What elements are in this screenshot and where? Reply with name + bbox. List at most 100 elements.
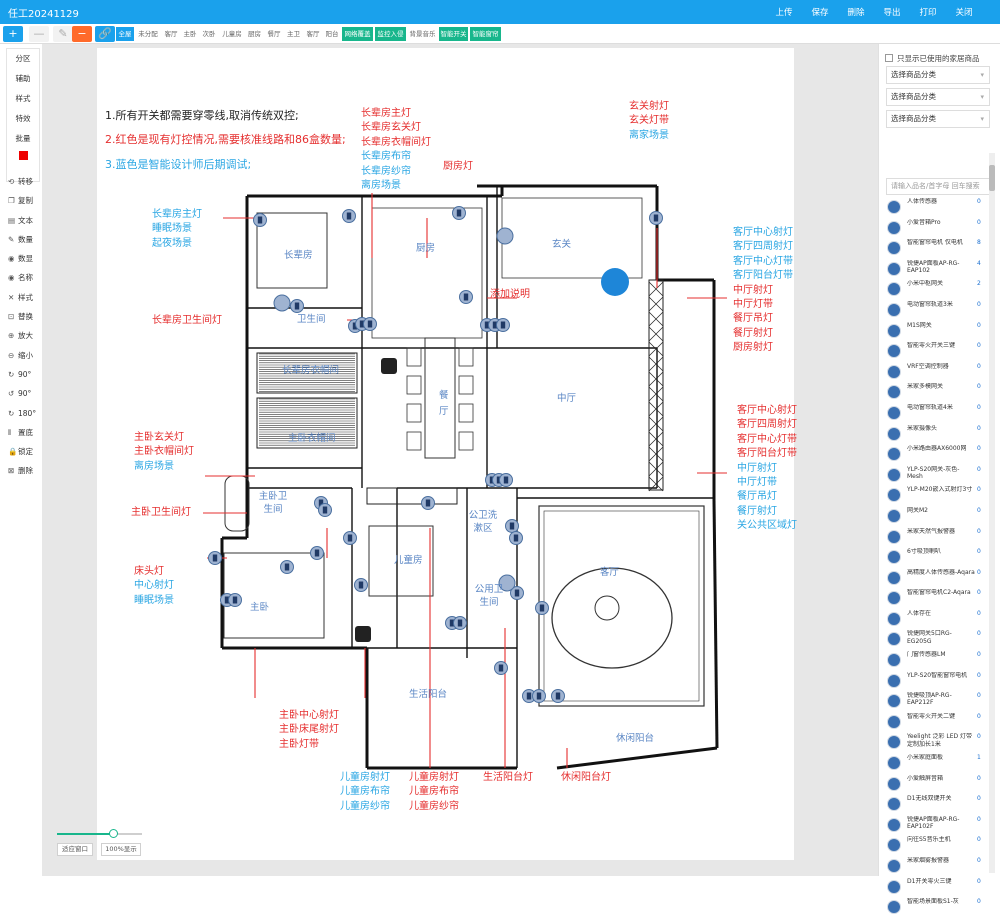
annotation-label[interactable]: 添加说明 xyxy=(490,288,530,302)
menu-export[interactable]: 导出 xyxy=(883,8,901,18)
op-item[interactable]: ↻90° xyxy=(6,365,40,384)
op-item[interactable]: ❐复制 xyxy=(6,191,40,210)
op-item[interactable]: ↺90° xyxy=(6,384,40,403)
filter-chip[interactable]: 客厅 xyxy=(164,30,178,38)
annotation-label[interactable]: 床头灯中心射灯睡眠场景 xyxy=(134,565,174,608)
add-button[interactable]: + xyxy=(3,26,23,42)
filter-chip[interactable]: 未分配 xyxy=(138,30,158,38)
actual-size-button[interactable]: 100%显示 xyxy=(101,843,141,856)
line-button[interactable]: — xyxy=(29,26,49,42)
filter-chip[interactable]: 智能窗帘 xyxy=(470,27,501,41)
op-item[interactable]: ⊕放大 xyxy=(6,326,40,345)
filter-chip[interactable]: 客厅 xyxy=(306,30,320,38)
annotation-label[interactable]: 主卧中心射灯主卧床尾射灯主卧灯带 xyxy=(279,709,339,752)
edit-button[interactable]: ✎ xyxy=(53,26,73,42)
filter-chip[interactable]: 餐厅 xyxy=(267,30,281,38)
op-item[interactable]: ◉数显 xyxy=(6,249,40,268)
filter-chip[interactable]: 阳台 xyxy=(325,30,339,38)
filter-chip[interactable]: 背景音乐 xyxy=(409,30,436,38)
link-button[interactable]: 🔗 xyxy=(95,26,115,42)
op-item[interactable]: ⟲转移 xyxy=(6,172,40,191)
filter-chip[interactable]: 厨房 xyxy=(248,30,261,38)
op-item[interactable]: ⊖缩小 xyxy=(6,346,40,365)
scrollbar-thumb[interactable] xyxy=(989,165,995,191)
color-swatch[interactable] xyxy=(18,151,28,160)
annotation-label[interactable]: 厨房灯 xyxy=(443,160,473,174)
tool-item[interactable]: 批量 xyxy=(15,134,31,143)
checkbox-box[interactable] xyxy=(885,54,893,62)
annotation-label[interactable]: 长辈房卫生间灯 xyxy=(152,314,222,328)
filter-chip[interactable]: 主卫 xyxy=(287,30,300,38)
menu-save[interactable]: 保存 xyxy=(811,8,829,18)
canvas-area[interactable]: 1.所有开关都需要穿零线,取消传统双控;2.红色是现有灯控情况,需要核准线路和8… xyxy=(42,44,878,876)
filter-chip[interactable]: 监控入侵 xyxy=(375,27,406,41)
annotation-label[interactable]: 生活阳台灯 xyxy=(483,771,533,785)
category-select-3[interactable]: 选择商品分类▾ xyxy=(886,110,990,128)
menu-close[interactable]: 关闭 xyxy=(955,8,973,18)
op-item[interactable]: ◉名称 xyxy=(6,268,40,287)
tool-item[interactable]: 特效 xyxy=(15,114,31,123)
category-select-1[interactable]: 选择商品分类▾ xyxy=(886,66,990,84)
annotation-label[interactable]: 玄关射灯玄关灯带离家场景 xyxy=(629,100,669,143)
menu-print[interactable]: 打印 xyxy=(919,8,937,18)
annotation-label[interactable]: 客厅中心射灯客厅四周射灯客厅中心灯带客厅阳台灯带中厅射灯中厅灯带餐厅吊灯餐厅射灯… xyxy=(733,226,793,356)
filter-chip[interactable]: 智能开关 xyxy=(439,27,468,41)
annotation-label[interactable]: 儿童房射灯儿童房布帘儿童房纱帘 xyxy=(340,771,390,814)
op-item[interactable]: ⊡替换 xyxy=(6,307,40,326)
tool-item[interactable]: 样式 xyxy=(15,94,31,103)
op-item[interactable]: ↻180° xyxy=(6,404,40,423)
zoom-slider-handle[interactable] xyxy=(108,829,118,838)
menu-upload[interactable]: 上传 xyxy=(775,8,793,18)
op-item[interactable]: ▤文本 xyxy=(6,211,40,230)
category-select-2[interactable]: 选择商品分类▾ xyxy=(886,88,990,106)
annotation-label[interactable]: 主卧卫生间灯 xyxy=(131,506,191,520)
fit-window-button[interactable]: 适应窗口 xyxy=(57,843,93,856)
product-list-scrollbar[interactable] xyxy=(989,153,995,873)
filter-chip[interactable]: 主卧 xyxy=(183,30,197,38)
annotation-label[interactable]: 主卧玄关灯主卧衣帽间灯离房场景 xyxy=(134,431,194,474)
annotation-label[interactable]: 长辈房主灯睡眠场景起夜场景 xyxy=(152,208,202,251)
menu-delete[interactable]: 删除 xyxy=(847,8,865,18)
annotation-label[interactable]: 长辈房主灯长辈房玄关灯长辈房衣帽间灯长辈房布帘长辈房纱帘离房场景 xyxy=(361,107,431,193)
remove-button[interactable]: − xyxy=(72,26,92,42)
filter-chip[interactable]: 次卧 xyxy=(202,30,216,38)
op-item[interactable]: ⫴置底 xyxy=(6,423,40,442)
op-item[interactable]: ✎数量 xyxy=(6,230,40,249)
op-item[interactable]: ✕样式 xyxy=(6,288,40,307)
tool-item[interactable]: 辅助 xyxy=(15,74,31,83)
annotation-label[interactable]: 客厅中心射灯客厅四周射灯客厅中心灯带客厅阳台灯带中厅射灯中厅灯带餐厅吊灯餐厅射灯… xyxy=(737,404,797,534)
op-item[interactable]: 🔒锁定 xyxy=(6,442,40,461)
annotation-label[interactable]: 休闲阳台灯 xyxy=(561,771,611,785)
used-only-checkbox[interactable]: 只显示已使用的家居商品 xyxy=(885,53,980,64)
filter-chip[interactable]: 全屋 xyxy=(116,27,134,41)
